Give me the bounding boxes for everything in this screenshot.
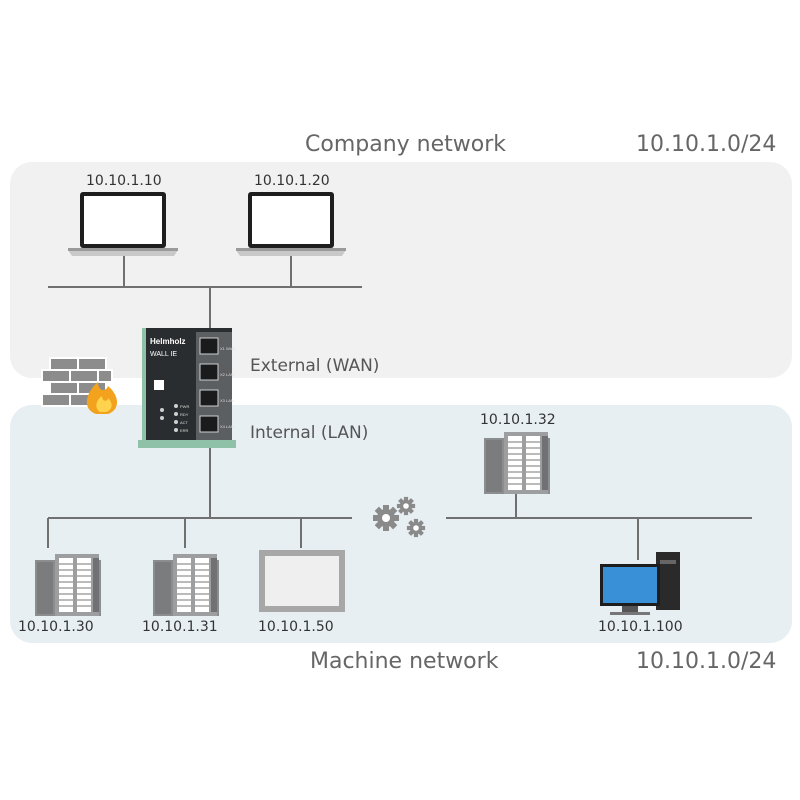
plc-ip-1: 10.10.1.30: [18, 619, 94, 635]
port-label-4: X4 LAN: [220, 424, 234, 429]
plc-icon: [483, 431, 551, 495]
gateway-device: Helmholz WALL IE X1 WAN X2 LAN X3 LAN X4…: [138, 328, 236, 448]
desktop-pc-icon: [600, 552, 680, 615]
gears-icon: [373, 496, 426, 538]
port-label-2: X2 LAN: [220, 372, 234, 377]
laptop-ip-2: 10.10.1.20: [254, 173, 330, 189]
port-label-1: X1 WAN: [220, 346, 235, 351]
led-label-rdy: RDY: [180, 412, 189, 417]
hmi-panel-icon: [259, 550, 345, 612]
company-network-title: Company network: [305, 132, 506, 157]
laptop-ip-1: 10.10.1.10: [86, 173, 162, 189]
led-label-err: ERR: [180, 428, 189, 433]
firewall-icon: [41, 357, 117, 414]
plc-icon: [34, 553, 102, 617]
machine-network-title: Machine network: [310, 649, 499, 674]
network-lines: [47, 253, 752, 560]
desktop-ip: 10.10.1.100: [598, 619, 683, 635]
led-label-act: ACT: [180, 420, 189, 425]
machine-subnet: 10.10.1.0/24: [636, 649, 777, 674]
gateway-brand: Helmholz: [150, 337, 186, 346]
led-label-pwr: PWR: [180, 404, 189, 409]
gateway-model: WALL IE: [150, 351, 177, 358]
port-label-3: X3 LAN: [220, 398, 234, 403]
external-wan-label: External (WAN): [250, 356, 380, 376]
laptop-icon: [68, 192, 178, 256]
plc-ip-3: 10.10.1.32: [480, 412, 556, 428]
internal-lan-label: Internal (LAN): [250, 423, 369, 443]
hmi-ip: 10.10.1.50: [258, 619, 334, 635]
plc-ip-2: 10.10.1.31: [142, 619, 218, 635]
plc-icon: [152, 553, 220, 617]
laptop-icon: [236, 192, 346, 256]
company-subnet: 10.10.1.0/24: [636, 132, 777, 157]
